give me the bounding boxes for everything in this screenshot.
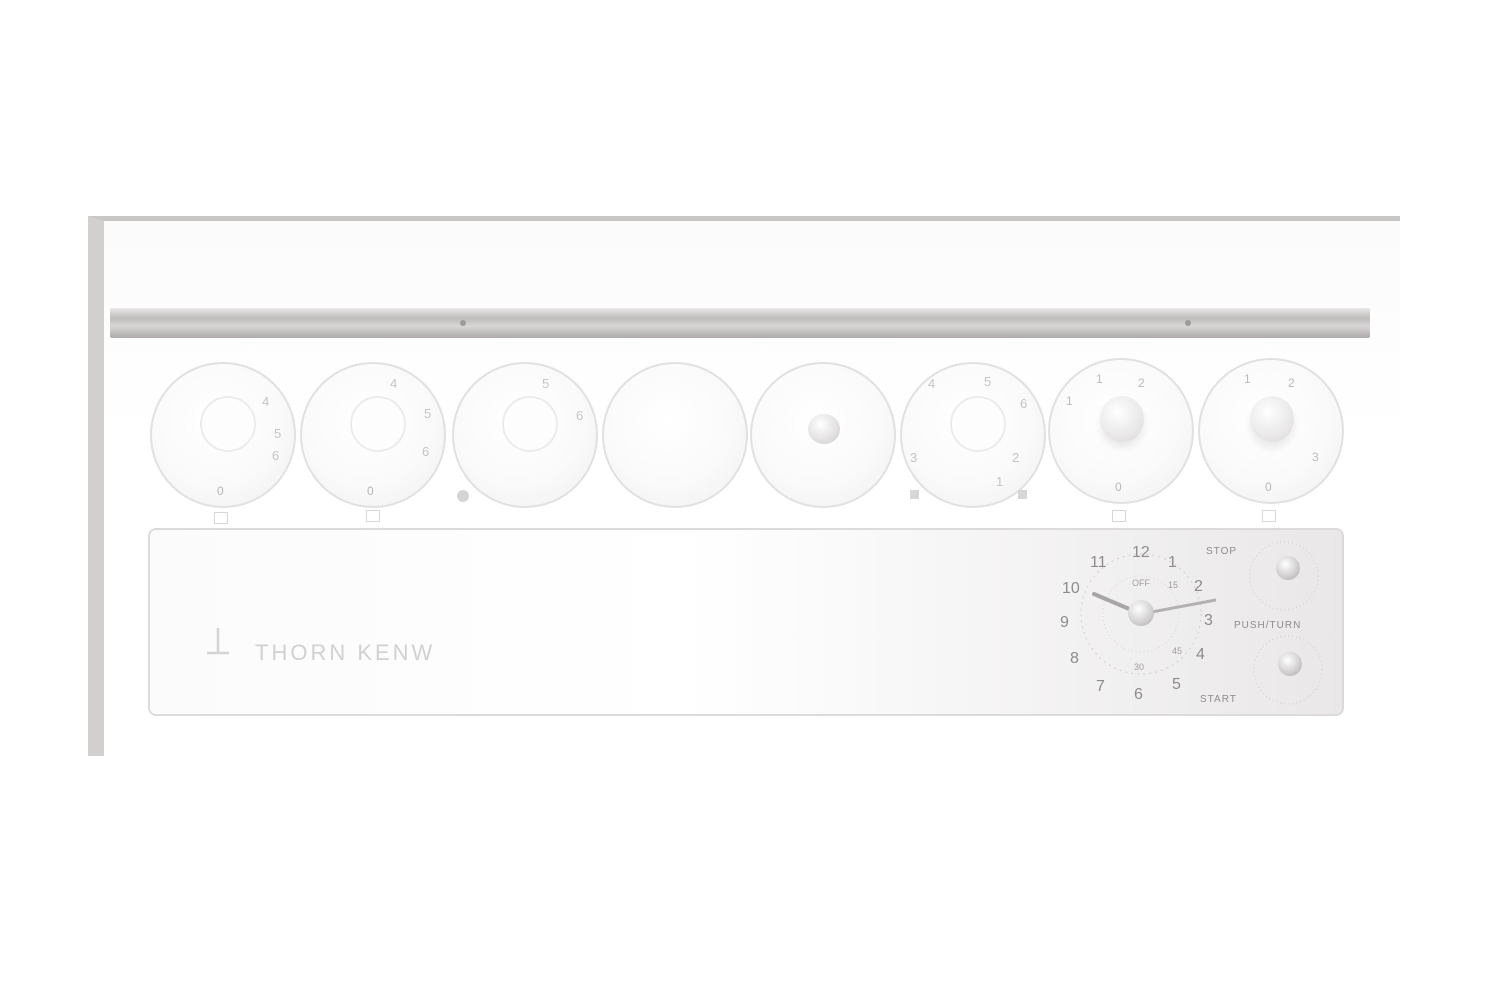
clock-hour-label: 5 (1172, 676, 1181, 693)
clock-hour-label: 2 (1194, 578, 1203, 595)
knob-off-label: 0 (1115, 480, 1122, 494)
clock-set-knob[interactable] (1128, 600, 1154, 626)
knob-scale-label: 5 (274, 426, 282, 441)
oven-indicator-icon (910, 490, 919, 499)
knob-scale-label: 1 (996, 474, 1004, 489)
knob-grip (200, 396, 256, 452)
knob-grip (950, 396, 1006, 452)
hotplate-knob-1[interactable]: 4 5 6 0 (150, 362, 296, 508)
knob-scale-label: 4 (928, 376, 936, 391)
knob-scale-label: 2 (1288, 376, 1295, 390)
analog-clock: 12 1 2 3 4 5 6 7 8 9 10 11 OFF 15 30 45 (1060, 544, 1216, 703)
knob-off-label: 0 (1265, 480, 1272, 494)
hob-ring-knob-left[interactable]: 1 2 1 0 (1048, 358, 1194, 504)
dial-ring-icon (1253, 635, 1323, 705)
knob-scale-label: 4 (390, 376, 398, 391)
hotplate-knob-4[interactable] (602, 362, 748, 508)
timer-minute-label: 30 (1134, 662, 1145, 672)
timer-minute-label: OFF (1132, 578, 1150, 588)
hob-ring-knob-right[interactable]: 1 2 3 0 (1198, 358, 1344, 504)
knob-scale-label: 3 (1312, 450, 1319, 464)
stop-time-knob[interactable] (1276, 556, 1300, 580)
knob-scale-label: 6 (576, 408, 584, 423)
knob-scale-label: 5 (424, 406, 432, 421)
knob-off-label: 0 (217, 484, 224, 498)
knob-cap (1250, 396, 1294, 442)
start-time-knob[interactable] (1278, 652, 1302, 676)
knob-scale-label: 6 (422, 444, 430, 459)
clock-hour-label: 6 (1134, 686, 1143, 703)
knob-off-label: 0 (367, 484, 374, 498)
stop-label: STOP (1206, 546, 1238, 557)
clock-hour-label: 3 (1204, 612, 1213, 629)
start-label: START (1200, 694, 1237, 705)
knob-scale-label: 1 (1244, 372, 1251, 386)
hotplate-position-icon (366, 510, 380, 522)
knob-scale-label: 3 (910, 450, 918, 465)
rivet (1185, 320, 1191, 326)
knob-scale-label: 1 (1096, 372, 1103, 386)
knob-scale-label: 1 (1066, 394, 1073, 408)
hotplate-knob-2[interactable]: 4 5 6 0 (300, 362, 446, 508)
knob-scale-label: 2 (1138, 376, 1145, 390)
brand-name: THORN KENW (255, 640, 436, 665)
knob-scale-label: 4 (262, 394, 270, 409)
hob-ring-position-icon (1262, 510, 1276, 522)
power-indicator-light-icon (457, 490, 469, 502)
clock-hour-label: 9 (1060, 614, 1069, 631)
timer-minute-label: 45 (1172, 646, 1183, 656)
hotplate-position-icon (214, 512, 228, 524)
hotplate-knob-3[interactable]: 5 6 (452, 362, 598, 508)
cook-time-dial (1238, 630, 1324, 716)
rivet (460, 320, 466, 326)
knob-grip (502, 396, 558, 452)
knob-scale-label: 5 (984, 374, 992, 389)
knob-grip (350, 396, 406, 452)
knob-scale-label: 5 (542, 376, 550, 391)
stop-timer-dial (1238, 536, 1324, 622)
clock-hour-label: 4 (1196, 646, 1205, 663)
knob-scale-label: 2 (1012, 450, 1020, 465)
knob-scale-label: 6 (272, 448, 280, 463)
grill-knob[interactable] (750, 362, 896, 508)
dial-ring-icon (1249, 541, 1319, 611)
thorn-logo-icon (207, 628, 229, 655)
knob-cap (808, 414, 840, 444)
clock-hour-label: 7 (1096, 678, 1105, 695)
push-turn-label: PUSH/TURN (1234, 620, 1302, 631)
timer-minute-label: 15 (1168, 580, 1179, 590)
clock-hour-label: 8 (1070, 650, 1079, 667)
clock-hour-label: 12 (1132, 544, 1150, 561)
oven-indicator-icon (1018, 490, 1027, 499)
clock-hour-label: 1 (1168, 554, 1177, 571)
chrome-trim-bar (110, 308, 1370, 338)
hob-ring-position-icon (1112, 510, 1126, 522)
clock-hour-label: 11 (1090, 554, 1107, 571)
oven-temperature-knob[interactable]: 4 5 6 3 2 1 (900, 362, 1046, 508)
knob-cap (1100, 396, 1144, 442)
knob-scale-label: 6 (1020, 396, 1028, 411)
clock-hour-label: 10 (1062, 580, 1080, 597)
